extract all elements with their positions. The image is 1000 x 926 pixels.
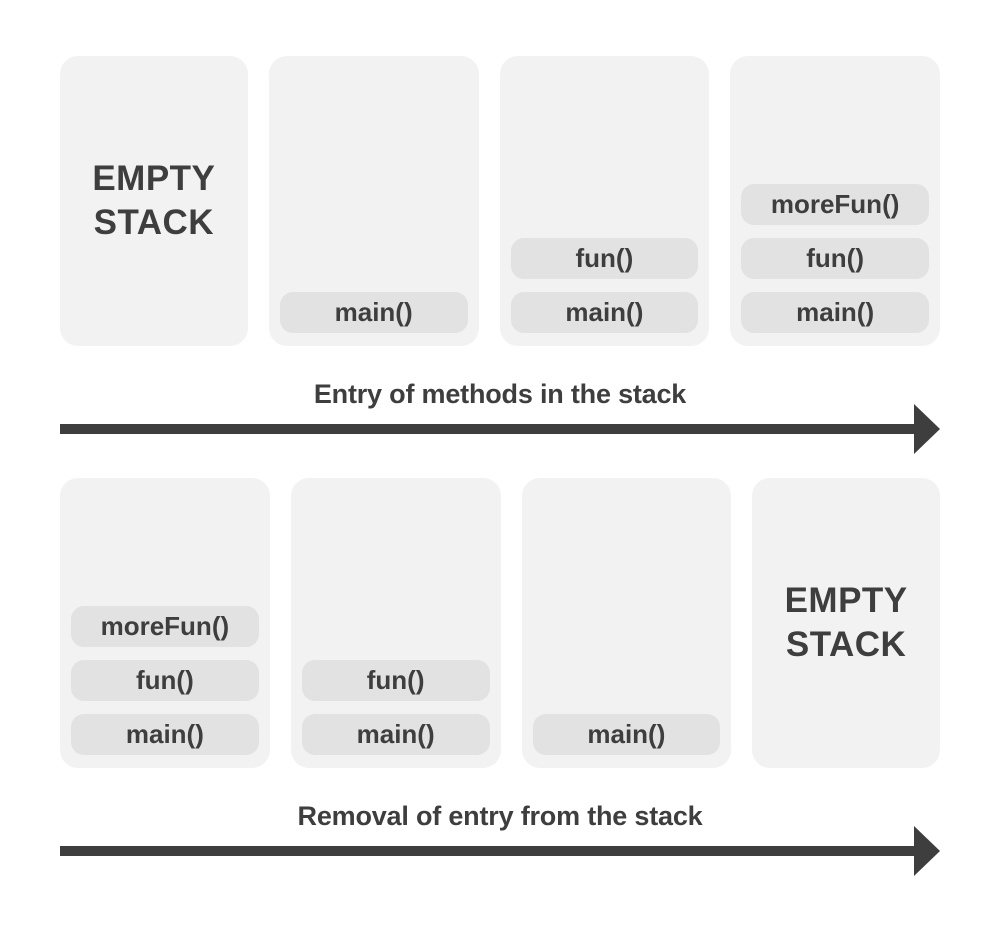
stack-frame-pill: fun(): [71, 660, 259, 701]
stack-frame-pill: moreFun(): [741, 184, 929, 225]
stack-frame-pill: main(): [510, 292, 699, 333]
removal-arrow-shaft: [60, 846, 916, 856]
entry-stack-row: EMPTY STACK main() fun() main() moreFun() fun…: [60, 56, 940, 346]
empty-stack-panel: EMPTY STACK: [752, 478, 940, 768]
stack-frame-pill: moreFun(): [71, 606, 259, 647]
stack-frame-pill: fun(): [741, 238, 929, 279]
removal-arrow: [60, 826, 940, 876]
empty-stack-label: EMPTY STACK: [92, 158, 216, 242]
stack-panel: main(): [268, 56, 479, 346]
entry-section: EMPTY STACK main() fun() main() moreFun() fun…: [60, 56, 940, 454]
stack-panel: main(): [521, 478, 732, 768]
stack-frame-pill: main(): [71, 714, 259, 755]
stack-frame-pill: main(): [741, 292, 929, 333]
stack-frame-pill: main(): [301, 714, 490, 755]
stack-diagram: EMPTY STACK main() fun() main() moreFun() fun…: [60, 0, 940, 876]
entry-arrow: [60, 404, 940, 454]
empty-stack-label: EMPTY STACK: [784, 580, 908, 664]
empty-stack-panel: EMPTY STACK: [60, 56, 248, 346]
stack-frame-pill: main(): [532, 714, 721, 755]
stack-frame-pill: fun(): [510, 238, 699, 279]
entry-caption: Entry of methods in the stack: [313, 379, 687, 409]
stack-panel: moreFun() fun() main(): [730, 56, 940, 346]
stack-panel: fun() main(): [499, 56, 710, 346]
removal-stack-row: moreFun() fun() main() fun() main() main() EMP…: [60, 478, 940, 768]
right-arrowhead-icon: [914, 404, 940, 454]
right-arrowhead-icon: [914, 826, 940, 876]
removal-caption: Removal of entry from the stack: [297, 801, 703, 831]
stack-frame-pill: main(): [279, 292, 468, 333]
entry-arrow-shaft: [60, 424, 916, 434]
removal-section: moreFun() fun() main() fun() main() main() EMP…: [60, 478, 940, 876]
stack-panel: moreFun() fun() main(): [60, 478, 270, 768]
stack-frame-pill: fun(): [301, 660, 490, 701]
stack-panel: fun() main(): [290, 478, 501, 768]
